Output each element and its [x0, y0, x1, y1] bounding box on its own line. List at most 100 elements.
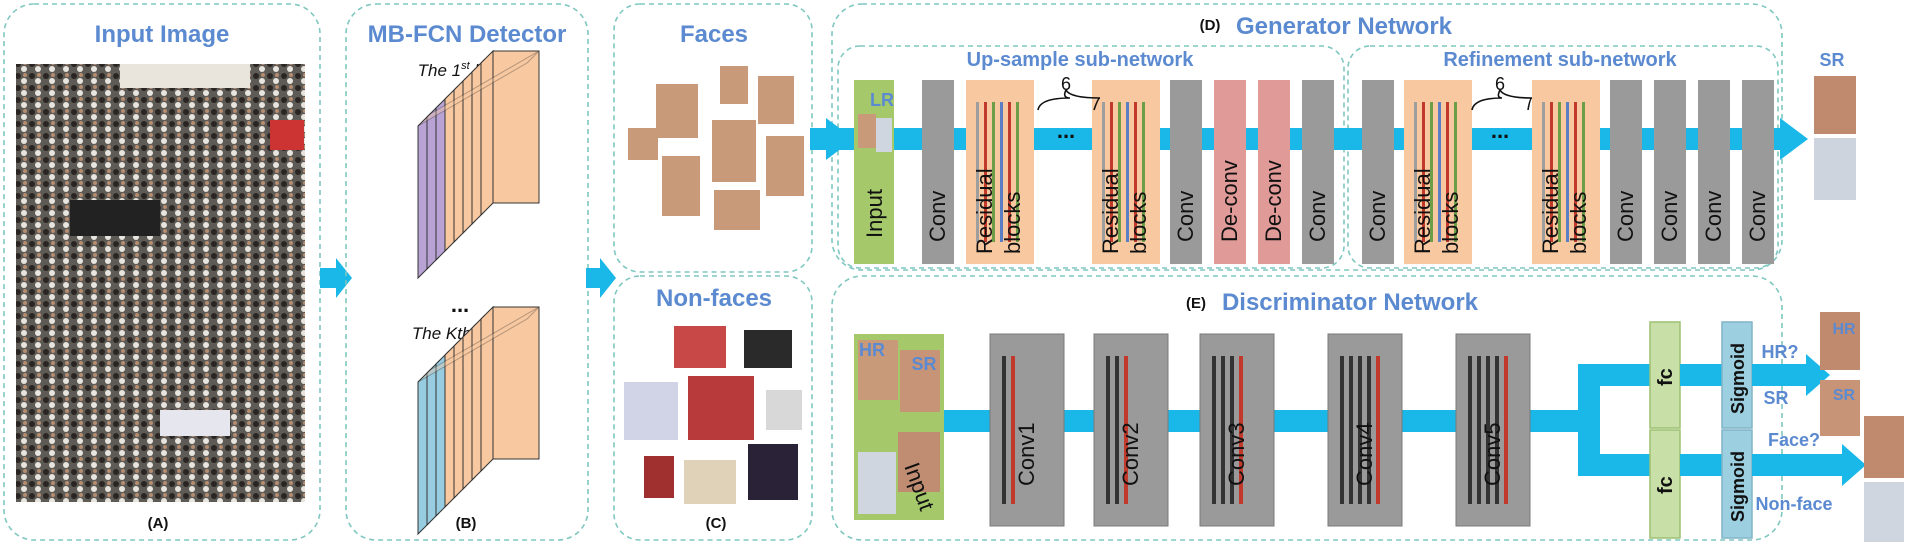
out-nonface-thumb: [1864, 482, 1904, 542]
deconv-text: De-conv: [1217, 160, 1242, 242]
sigmoid-label-1: Sigmoid: [1728, 343, 1748, 414]
blocks-text: blocks: [1126, 192, 1151, 254]
split-band: [1578, 364, 1600, 476]
generator-title: Generator Network: [1236, 13, 1453, 40]
generator-tag: (D): [1200, 17, 1221, 34]
residual-inner-line: [1134, 102, 1137, 242]
branch-k-layers: [417, 305, 540, 536]
conv-layer: [1362, 80, 1394, 264]
disc-conv-text: Conv2: [1118, 422, 1143, 486]
conv-layer: [1170, 80, 1202, 264]
refine-subnet-border: [1347, 45, 1779, 269]
out-sr-thumb: [1820, 380, 1860, 436]
residual-inner-line: [1118, 102, 1121, 242]
out-face-thumb: [1864, 416, 1904, 478]
deconv-text: De-conv: [1261, 160, 1286, 242]
disc-conv-filter-line: [1221, 356, 1225, 504]
disc-conv-filter-line: [1504, 356, 1508, 504]
fc-label-2: fc: [1655, 476, 1677, 494]
disc-conv-filter-line: [1376, 356, 1380, 504]
disc-conv-filter-line: [1349, 356, 1353, 504]
sr-face-thumb-2: [1814, 138, 1856, 200]
blocks-text: blocks: [1438, 192, 1463, 254]
residual-inner-line: [984, 102, 987, 242]
sigmoid-label-2: Sigmoid: [1728, 451, 1748, 522]
conv-layer: [922, 80, 954, 264]
deconv-layer: [1214, 80, 1246, 264]
generator-flow-band: [810, 128, 1790, 150]
lr-face-thumb-2: [876, 118, 892, 152]
conv-layer: [1742, 80, 1774, 264]
residual-inner-line: [1142, 102, 1145, 242]
residual-inner-line: [1558, 102, 1561, 242]
label-c: (C): [706, 515, 727, 532]
residual-text: Residual: [972, 168, 997, 254]
upsample-subnet-border: [837, 45, 1345, 269]
residual-inner-line: [1542, 102, 1545, 242]
conv-text: Conv: [1657, 191, 1682, 242]
disc-conv-filter-line: [1367, 356, 1371, 504]
residual-inner-line: [1102, 102, 1105, 242]
residual-inner-line: [1438, 102, 1441, 242]
upsample-title: Up-sample sub-network: [967, 49, 1195, 71]
faces-title: Faces: [680, 21, 748, 48]
residual-text: Residual: [1410, 168, 1435, 254]
generator-panel-border: [831, 3, 1783, 271]
conv-layer: [1302, 80, 1334, 264]
ellipsis-1: ...: [1057, 118, 1075, 143]
residual-inner-line: [1008, 102, 1011, 242]
crowd-photo: [16, 64, 305, 502]
branch1-front-face: [492, 50, 540, 204]
discriminator-title: Discriminator Network: [1222, 289, 1479, 316]
nonface-crops: [624, 326, 802, 504]
disc-conv-filter-line: [1011, 356, 1015, 504]
conv-text: Conv: [925, 191, 950, 242]
label-a: (A): [148, 515, 169, 532]
nonfaces-title: Non-faces: [656, 285, 772, 312]
lr-face-thumb-d2: [898, 432, 940, 492]
input-image-title: Input Image: [95, 21, 230, 48]
deconv-layer: [1258, 80, 1290, 264]
residual-inner-line: [1016, 102, 1019, 242]
arrow-a-to-b: [320, 258, 352, 298]
residual-inner-line: [1446, 102, 1449, 242]
residual-inner-line: [1582, 102, 1585, 242]
out-sr-label: SR: [1833, 387, 1856, 404]
sr-face-thumb: [1814, 76, 1856, 134]
disc-conv-filter-line: [1212, 356, 1216, 504]
conv-text: Conv: [1701, 191, 1726, 242]
sr-answer: SR: [1763, 388, 1788, 408]
disc-conv-filter-line: [1340, 356, 1344, 504]
disc-conv-filter-line: [1477, 356, 1481, 504]
residual-inner-line: [1000, 102, 1003, 242]
conv-text: Conv: [1305, 191, 1330, 242]
nonfaces-panel-border: [613, 275, 813, 541]
generator-output-arrowhead: [1780, 118, 1808, 160]
face-question: Face?: [1768, 430, 1820, 450]
residual-inner-line: [1550, 102, 1553, 242]
fc2-to-sig2: [1680, 454, 1724, 476]
discriminator-panel-border: [831, 275, 1783, 541]
sig1-out-band: [1752, 364, 1808, 386]
label-b: (B): [456, 515, 477, 532]
repeat-count-1: 6: [1061, 74, 1071, 94]
branchK-top-face: [417, 306, 540, 383]
repeat-count-2: 6: [1495, 74, 1505, 94]
residual-inner-line: [1574, 102, 1577, 242]
hr-label: HR: [859, 340, 885, 360]
conv-text: Conv: [1745, 191, 1770, 242]
residual-text: Residual: [1538, 168, 1563, 254]
disc-conv-text: Conv4: [1352, 422, 1377, 486]
arrow-b-to-c: [586, 258, 616, 298]
to-fc2-band: [1578, 454, 1650, 476]
branchK-front-face: [492, 306, 540, 460]
disc-conv-filter-line: [1486, 356, 1490, 504]
sig2-out-band: [1752, 454, 1844, 476]
refine-title: Refinement sub-network: [1443, 49, 1677, 71]
lr-face-thumb: [858, 114, 876, 148]
lr-label: LR: [870, 90, 894, 110]
sr-label: SR: [1819, 50, 1844, 70]
residual-inner-line: [1454, 102, 1457, 242]
